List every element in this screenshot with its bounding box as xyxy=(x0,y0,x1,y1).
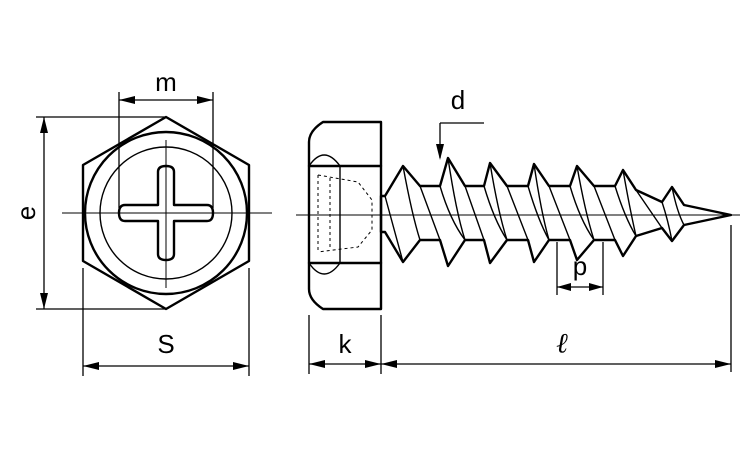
dimension-d: d xyxy=(436,85,484,160)
label-l: ℓ xyxy=(556,328,568,359)
dimension-p: p xyxy=(556,242,604,295)
side-view xyxy=(296,120,740,311)
thread-outline xyxy=(379,156,733,268)
label-m: m xyxy=(155,67,177,97)
end-view xyxy=(62,115,272,311)
label-e: e xyxy=(11,206,41,220)
label-p: p xyxy=(573,251,587,281)
recess-hidden-lines xyxy=(317,174,373,253)
label-s: S xyxy=(157,329,174,359)
dimension-e: e xyxy=(11,116,166,310)
thread-crests xyxy=(384,157,685,263)
label-d: d xyxy=(451,85,465,115)
cross-recess-icon xyxy=(117,164,215,262)
hex-head-icon xyxy=(307,120,383,311)
label-k: k xyxy=(339,329,353,359)
dimension-l: ℓ xyxy=(381,225,732,372)
dimension-m: m xyxy=(118,67,214,208)
dimension-k: k xyxy=(308,315,382,374)
dimension-s: S xyxy=(82,268,250,376)
